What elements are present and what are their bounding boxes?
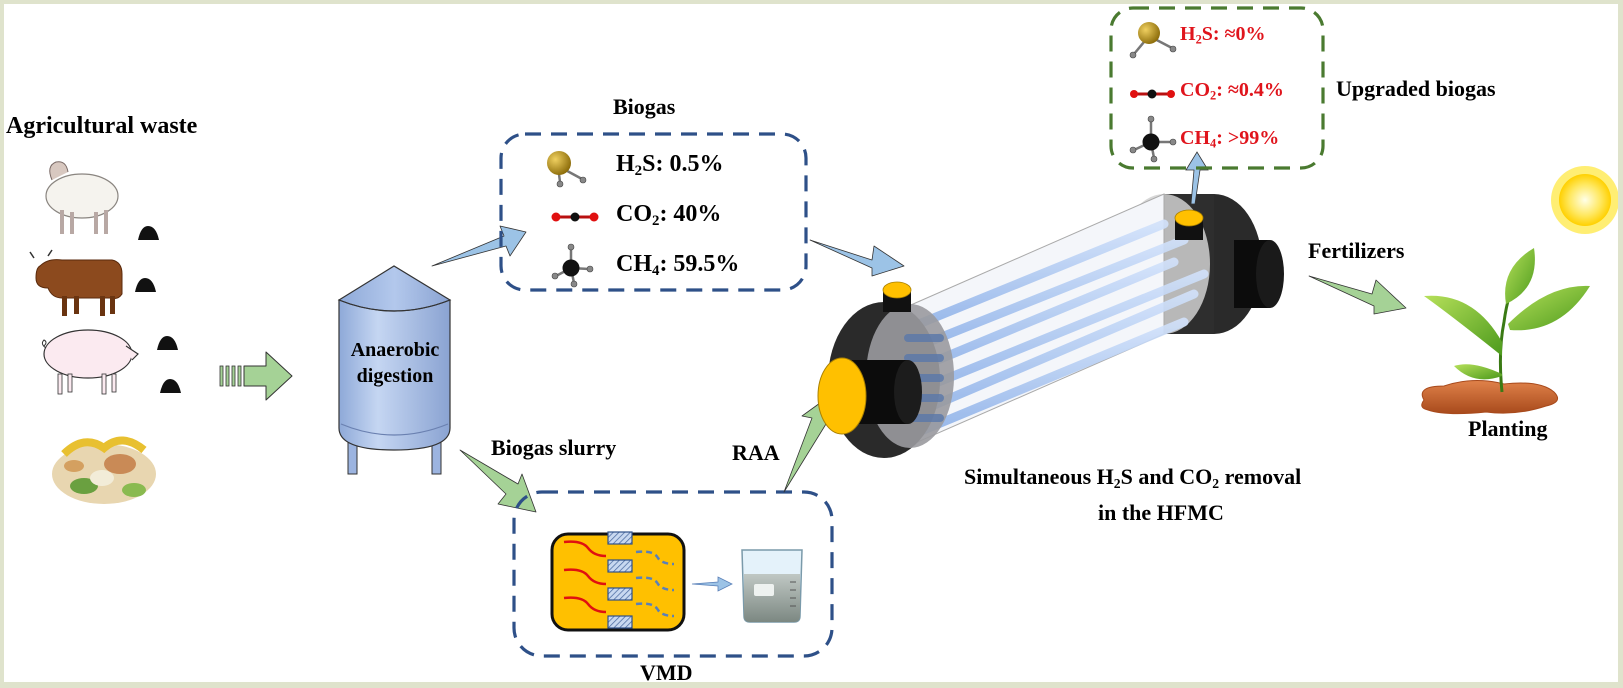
sheep-icon: [45, 161, 119, 234]
biogas-flow-arrow-icon: [431, 225, 527, 267]
upgraded-co2-value: : ≈0.4%: [1216, 79, 1284, 101]
upgraded-h2s-value: : ≈0%: [1212, 23, 1266, 45]
biogas-to-hfmc-arrow-icon: [809, 239, 905, 277]
beaker-icon: [741, 549, 803, 623]
biogas-composition-box: [499, 132, 808, 292]
ch4-molecule-icon: [1129, 115, 1177, 163]
vmd-label: VMD: [640, 660, 693, 683]
biogas-co2-row: CO2: 40%: [616, 201, 722, 230]
hfmc-caption-line2: in the HFMC: [1098, 500, 1224, 525]
slurry-flow-arrow-icon: [459, 449, 537, 513]
biogas-title: Biogas: [613, 94, 676, 119]
manure-icon: [157, 336, 178, 350]
upgraded-biogas-label: Upgraded biogas: [1336, 76, 1496, 101]
cow-icon: [29, 249, 123, 316]
fertilizers-label: Fertilizers: [1308, 238, 1405, 263]
biogas-ch4-row: CH4: 59.5%: [616, 251, 740, 280]
diagram-graphics: [29, 6, 1618, 658]
diagram-canvas: Agricultural waste Anaerobic digestion B…: [4, 4, 1618, 682]
anaerobic-digestion-label-line1: Anaerobic: [350, 339, 440, 361]
planting-label: Planting: [1468, 416, 1548, 441]
pig-icon: [41, 329, 139, 395]
raa-label: RAA: [732, 440, 780, 465]
anaerobic-digestion-label-line2: digestion: [356, 365, 434, 387]
feed-arrow-icon: [219, 351, 293, 401]
biogas-co2-value: : 40%: [659, 201, 722, 227]
plant-seedling-icon: [1421, 248, 1590, 415]
biogas-ch4-value: : 59.5%: [659, 251, 740, 277]
vmd-module-icon: [550, 531, 686, 632]
agricultural-waste-label: Agricultural waste: [6, 113, 198, 139]
hollow-fiber-membrane-contactor-icon: [817, 193, 1284, 458]
digester-tank-icon: [337, 265, 452, 475]
manure-icon: [135, 278, 156, 292]
upgraded-ch4-row: CH4: >99%: [1180, 127, 1280, 151]
biogas-h2s-value: : 0.5%: [655, 151, 724, 177]
ch4-molecule-icon: [551, 243, 594, 288]
upgraded-h2s-row: H2S: ≈0%: [1180, 23, 1266, 47]
food-waste-icon: [52, 436, 156, 504]
h2s-molecule-icon: [547, 151, 587, 188]
co2-molecule-icon: [551, 212, 599, 222]
manure-icon: [160, 379, 181, 393]
sun-icon: [1551, 166, 1618, 234]
vmd-to-beaker-arrow-icon: [691, 576, 733, 592]
fertilizer-flow-arrow-icon: [1308, 275, 1407, 315]
hfmc-caption-line1: Simultaneous H2S and CO2 removal: [964, 464, 1302, 491]
upgraded-flow-arrow-icon: [1185, 151, 1209, 205]
biogas-h2s-row: H2S: 0.5%: [616, 151, 724, 180]
co2-molecule-icon: [1130, 89, 1175, 99]
biogas-slurry-label: Biogas slurry: [491, 435, 617, 460]
upgraded-co2-row: CO2: ≈0.4%: [1180, 79, 1284, 103]
manure-icon: [138, 226, 159, 240]
h2s-molecule-icon: [1129, 22, 1177, 59]
upgraded-biogas-box: [1109, 6, 1325, 170]
upgraded-ch4-value: : >99%: [1216, 127, 1280, 149]
vmd-box: [512, 490, 834, 658]
